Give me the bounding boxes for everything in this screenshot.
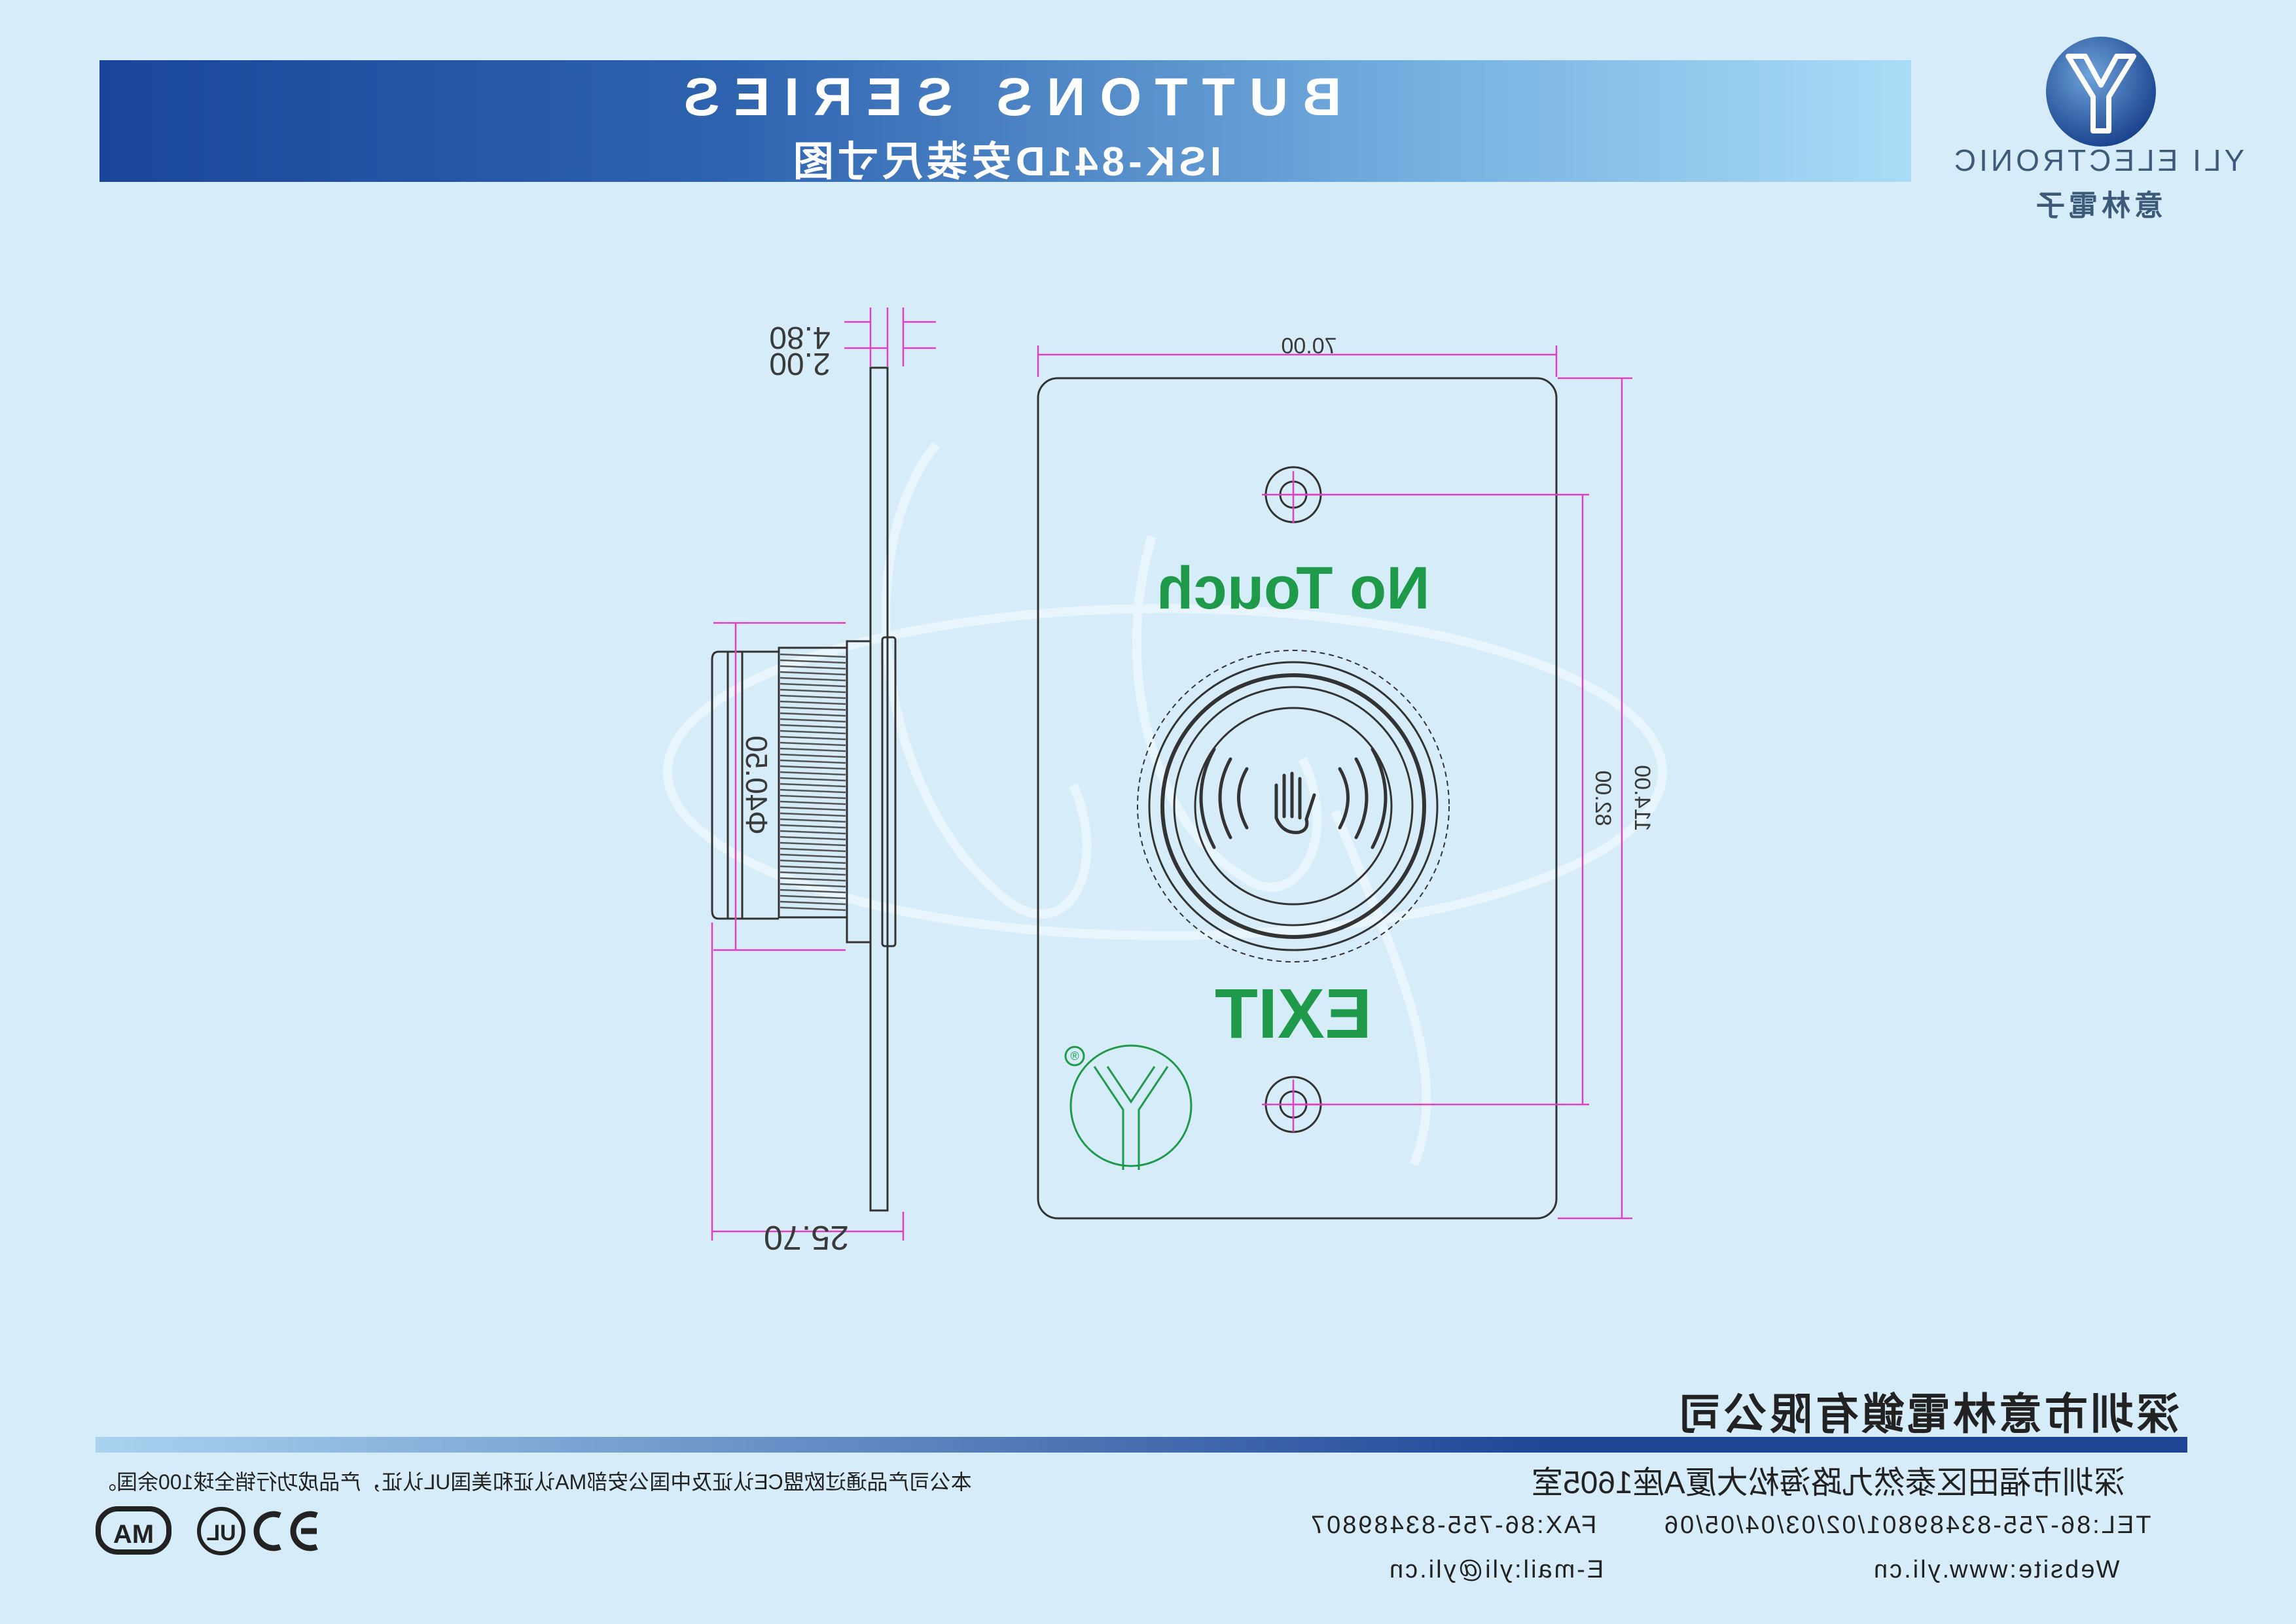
thread-line	[780, 759, 846, 764]
thread-line	[780, 800, 846, 805]
no-touch-label: No Touch	[1157, 555, 1429, 622]
thread-line	[780, 682, 846, 688]
dim-height: 114.00	[1630, 765, 1655, 831]
thread-line	[780, 653, 846, 658]
thread-line	[780, 688, 846, 694]
button-ring	[1160, 673, 1426, 939]
thread-line	[780, 871, 846, 876]
thread-line	[780, 747, 846, 752]
thread-line	[780, 894, 846, 900]
side-flange	[846, 640, 872, 944]
thread-line	[780, 712, 846, 717]
dim-plate-thickness: 2.00	[769, 346, 830, 381]
thread-line	[780, 706, 846, 711]
thread-line	[780, 671, 846, 676]
svg-text:MA: MA	[113, 1520, 154, 1549]
dim-diameter: Φ40.50	[740, 735, 774, 835]
thread-line	[780, 859, 846, 864]
exit-label: EXIT	[1215, 974, 1372, 1053]
thread-line	[780, 771, 846, 776]
dim-hole-spacing: 82.00	[1590, 770, 1615, 826]
thread-line	[780, 818, 846, 823]
thread-line	[780, 883, 846, 888]
thread-line	[780, 841, 846, 847]
company-website: Website:www.yli.cn	[1872, 1556, 2120, 1583]
watermark-logo-icon	[663, 442, 1667, 1167]
thread-line	[780, 665, 846, 670]
certification-note: 本公司产品通过欧盟CE认证及中国公安部MA认证和美国UL认证，产品成功行销全球1…	[96, 1470, 972, 1494]
thread-line	[780, 806, 846, 811]
thread-line	[780, 836, 846, 841]
thread-line	[780, 730, 846, 735]
header-banner: BUTTONS SERIES ISK-841D安装尺寸图	[99, 60, 1911, 185]
company-name: 深圳市意林電鎖有限公司	[1676, 1390, 2179, 1438]
thread-line	[780, 853, 846, 858]
thread-line	[780, 724, 846, 729]
yli-logo-icon	[2046, 37, 2156, 147]
thread-line	[780, 735, 846, 741]
thread-line	[780, 830, 846, 835]
thread-line	[780, 765, 846, 770]
footer-bar	[96, 1437, 2187, 1453]
thread-line	[780, 659, 846, 664]
plate-y-logo-icon	[1064, 1044, 1193, 1170]
svg-text:UL: UL	[206, 1521, 236, 1545]
side-plate	[869, 366, 889, 1212]
thread-line	[780, 906, 846, 911]
ce-cert-icon	[253, 1511, 318, 1551]
registered-mark: ®	[1070, 1050, 1079, 1063]
thread-line	[780, 741, 846, 747]
thread-line	[780, 783, 846, 788]
thread-line	[780, 877, 846, 882]
thread-line	[780, 788, 846, 794]
ma-cert-icon: MA	[96, 1506, 171, 1555]
dim-width: 70.00	[1281, 334, 1336, 359]
thread-line	[780, 824, 846, 829]
outer-dashed-ring	[1137, 650, 1450, 962]
side-cap	[711, 650, 779, 920]
company-email: E-mail:yli@yli.cn	[1388, 1556, 1604, 1583]
front-plate	[1037, 377, 1558, 1220]
dimension-lines	[711, 308, 1632, 1241]
thread-line	[780, 812, 846, 817]
thread-line	[780, 777, 846, 782]
dim-depth-total: 4.80	[769, 320, 830, 355]
dim-body-length: 25.70	[764, 1218, 849, 1256]
ul-cert-icon: UL	[197, 1507, 245, 1555]
touch-area	[1194, 707, 1393, 906]
thread-line	[780, 677, 846, 682]
thread-line	[780, 889, 846, 894]
certification-icons: MA UL	[96, 1506, 318, 1555]
company-address: 深圳市福田区泰然九路海松大厦A座1605室	[1532, 1466, 2125, 1500]
thread-line	[780, 718, 846, 723]
thread-line	[780, 794, 846, 800]
thread-line	[780, 694, 846, 699]
company-fax: FAX:86-755-83489807	[1309, 1511, 1597, 1539]
thread-line	[780, 847, 846, 853]
thread-line	[780, 900, 846, 906]
touchless-hand-icon	[1199, 747, 1388, 849]
thread-line	[780, 700, 846, 705]
company-tel: TEL:86-755-83489801/02/03/04/05/06	[1662, 1511, 2151, 1539]
thread-line	[780, 753, 846, 758]
thread-line	[780, 865, 846, 870]
threaded-body	[778, 646, 848, 919]
